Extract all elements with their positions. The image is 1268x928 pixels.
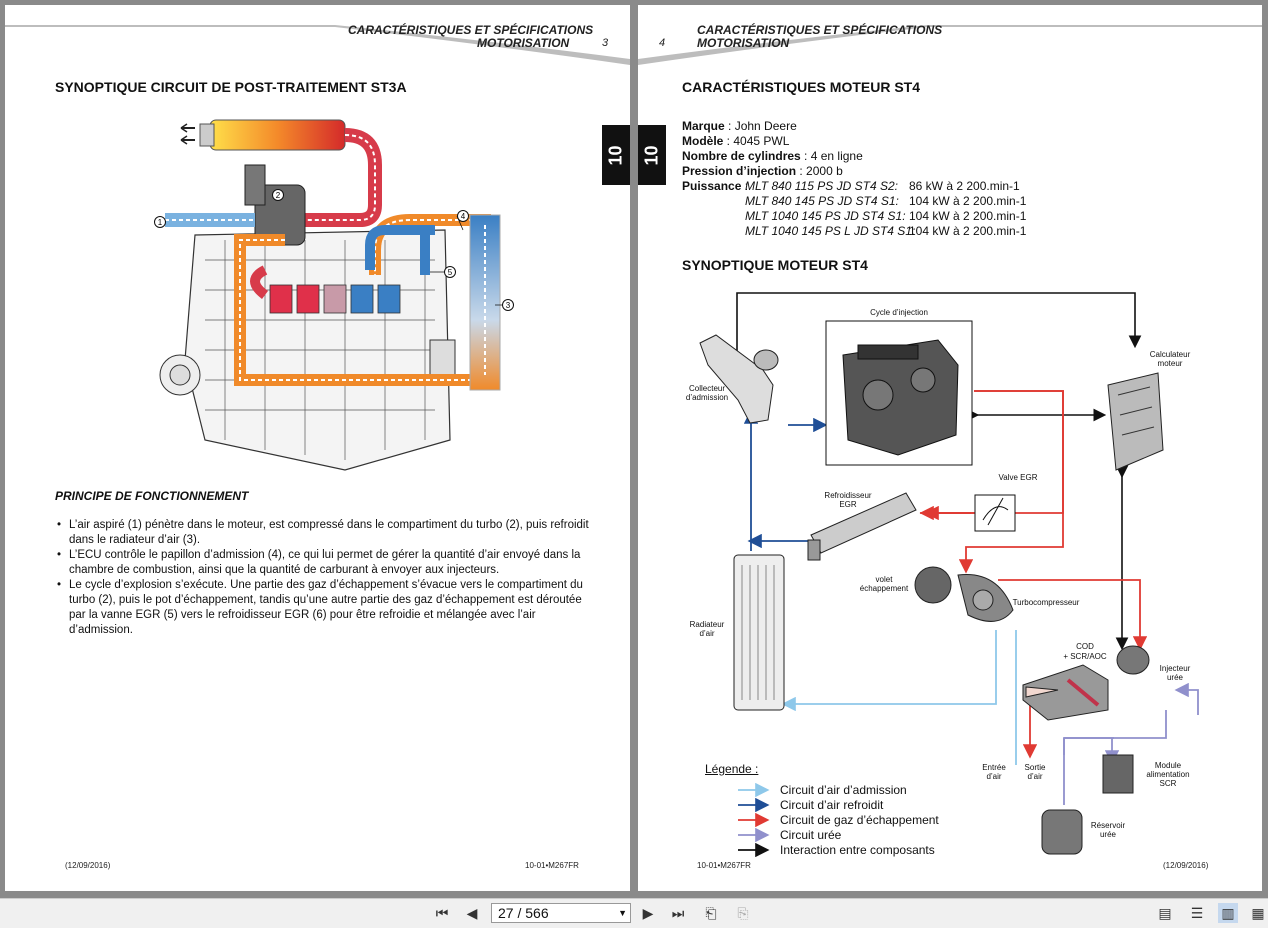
viewer-toolbar: ⏮ ◀ 27 / 566▼ ▶ ⏭ ⎗ ⎘ ▤ ☰ ▥ ▦ <box>0 898 1268 928</box>
callout-4: 4 <box>461 212 466 221</box>
right-footer-ref: 10-01•M267FR <box>697 861 751 870</box>
continuous-view-button[interactable]: ☰ <box>1187 903 1207 923</box>
page-number-field[interactable]: 27 / 566▼ <box>491 903 631 923</box>
spec-brand: Marque : John Deere <box>682 119 797 133</box>
spec-cylinders: Nombre de cylindres : 4 en ligne <box>682 149 863 163</box>
right-page: 4 CARACTÉRISTIQUES ET SPÉCIFICATIONS MOT… <box>638 5 1262 891</box>
legend-item-cooled-air: Circuit d’air refroidit <box>780 798 884 812</box>
right-page-number: 4 <box>659 37 666 49</box>
power-model-1: MLT 840 145 PS JD ST4 S1: <box>745 194 899 208</box>
principle-bullet: Le cycle d’explosion s’exécute. Une part… <box>55 578 595 638</box>
label-reservoir-2: urée <box>1100 830 1117 839</box>
right-header-line2: MOTORISATION <box>697 36 790 50</box>
legend-item-urea: Circuit urée <box>780 828 842 842</box>
label-injecteur-1: Injecteur <box>1160 664 1191 673</box>
single-page-view-button[interactable]: ▤ <box>1155 903 1175 923</box>
previous-page-button[interactable]: ◀ <box>462 903 482 923</box>
header-swoosh <box>638 25 1262 65</box>
left-page-title: SYNOPTIQUE CIRCUIT DE POST-TRAITEMENT ST… <box>55 79 407 95</box>
label-entree-2: d’air <box>986 772 1001 781</box>
label-volet-2: échappement <box>860 584 909 593</box>
right-footer-date: (12/09/2016) <box>1163 861 1209 870</box>
principle-bullet-list: L’air aspiré (1) pénètre dans le moteur,… <box>55 518 595 638</box>
label-valve-egr: Valve EGR <box>999 473 1038 482</box>
power-value-3: 104 kW à 2 200.min-1 <box>909 224 1027 238</box>
power-model-3: MLT 1040 145 PS L JD ST4 S1: <box>745 224 916 238</box>
go-forward-icon: ⎘ <box>737 904 749 921</box>
label-collecteur-2: d’admission <box>686 393 728 402</box>
st4-engine-synoptic-diagram: Cycle d’injection Collecteur d’admission… <box>686 292 1199 858</box>
callout-3: 3 <box>506 301 511 310</box>
label-entree-1: Entrée <box>982 763 1006 772</box>
power-value-0: 86 kW à 2 200.min-1 <box>909 179 1020 193</box>
engine-synoptic-title: SYNOPTIQUE MOTEUR ST4 <box>682 257 868 273</box>
first-page-button[interactable]: ⏮ <box>432 903 452 923</box>
left-page-number: 3 <box>602 37 609 49</box>
left-footer-date: (12/09/2016) <box>65 861 111 870</box>
two-page-icon: ▥ <box>1221 904 1235 921</box>
label-cod-2: + SCR/AOC <box>1063 652 1107 661</box>
callout-2: 2 <box>276 191 281 200</box>
legend-item-intake-air: Circuit d’air d’admission <box>780 783 907 797</box>
legend-item-interaction: Interaction entre composants <box>780 843 935 857</box>
callout-5: 5 <box>448 268 453 277</box>
left-page: CARACTÉRISTIQUES ET SPÉCIFICATIONS MOTOR… <box>5 5 630 891</box>
label-sortie-1: Sortie <box>1025 763 1046 772</box>
label-reservoir-1: Réservoir <box>1091 821 1126 830</box>
label-sortie-2: d’air <box>1027 772 1042 781</box>
engine-aftertreatment-diagram: 1 2 3 4 5 <box>154 119 514 471</box>
legend-title: Légende : <box>705 762 759 776</box>
go-forward-button[interactable]: ⎘ <box>733 903 753 923</box>
two-page-continuous-view-button[interactable]: ▦ <box>1248 903 1268 923</box>
go-back-button[interactable]: ⎗ <box>701 903 721 923</box>
callout-1: 1 <box>158 218 163 227</box>
principle-bullet: L’air aspiré (1) pénètre dans le moteur,… <box>55 518 595 548</box>
previous-page-icon: ◀ <box>466 904 478 921</box>
spec-model: Modèle : 4045 PWL <box>682 134 790 148</box>
spec-power-label: Puissance : <box>682 179 749 193</box>
label-injection-cycle: Cycle d’injection <box>870 308 928 317</box>
legend-item-exhaust-gas: Circuit de gaz d’échappement <box>780 813 939 827</box>
label-refroidisseur-2: EGR <box>839 500 857 509</box>
right-header-line1: CARACTÉRISTIQUES ET SPÉCIFICATIONS <box>697 23 943 37</box>
single-page-icon: ▤ <box>1158 904 1172 921</box>
power-model-0: MLT 840 115 PS JD ST4 S2: <box>745 179 898 193</box>
right-section-tab: 10 <box>638 125 666 185</box>
next-page-icon: ▶ <box>642 904 654 921</box>
label-injecteur-2: urée <box>1167 673 1184 682</box>
next-page-button[interactable]: ▶ <box>638 903 658 923</box>
two-page-view-button[interactable]: ▥ <box>1218 903 1238 923</box>
left-header-line1: CARACTÉRISTIQUES ET SPÉCIFICATIONS <box>348 23 594 37</box>
first-page-icon: ⏮ <box>435 904 449 921</box>
label-radiateur-2: d’air <box>699 629 714 638</box>
chevron-down-icon[interactable]: ▼ <box>618 908 627 918</box>
spec-injection-pressure: Pression d’injection : 2000 b <box>682 164 843 178</box>
label-calculateur-2: moteur <box>1158 359 1183 368</box>
left-header-line2: MOTORISATION <box>477 36 570 50</box>
label-cod-1: COD <box>1076 642 1094 651</box>
two-page-continuous-icon: ▦ <box>1251 904 1265 921</box>
power-model-2: MLT 1040 145 PS JD ST4 S1: <box>745 209 906 223</box>
header-swoosh <box>5 25 630 65</box>
label-radiateur-1: Radiateur <box>690 620 725 629</box>
label-refroidisseur-1: Refroidisseur <box>824 491 871 500</box>
power-value-1: 104 kW à 2 200.min-1 <box>909 194 1027 208</box>
last-page-button[interactable]: ⏭ <box>668 903 688 923</box>
left-footer-ref: 10-01•M267FR <box>525 861 579 870</box>
go-back-icon: ⎗ <box>705 904 717 921</box>
last-page-icon: ⏭ <box>671 904 685 921</box>
label-module-3: SCR <box>1160 779 1177 788</box>
right-page-title: CARACTÉRISTIQUES MOTEUR ST4 <box>682 79 921 95</box>
label-module-1: Module <box>1155 761 1182 770</box>
label-volet-1: volet <box>876 575 894 584</box>
label-turbo: Turbocompresseur <box>1013 598 1080 607</box>
continuous-page-icon: ☰ <box>1190 904 1204 921</box>
principle-bullet: L’ECU contrôle le papillon d’admission (… <box>55 548 595 578</box>
label-module-2: alimentation <box>1146 770 1189 779</box>
power-value-2: 104 kW à 2 200.min-1 <box>909 209 1027 223</box>
label-collecteur-1: Collecteur <box>689 384 725 393</box>
principle-title: PRINCIPE DE FONCTIONNEMENT <box>55 489 249 503</box>
left-section-tab: 10 <box>602 125 630 185</box>
label-calculateur-1: Calculateur <box>1150 350 1191 359</box>
